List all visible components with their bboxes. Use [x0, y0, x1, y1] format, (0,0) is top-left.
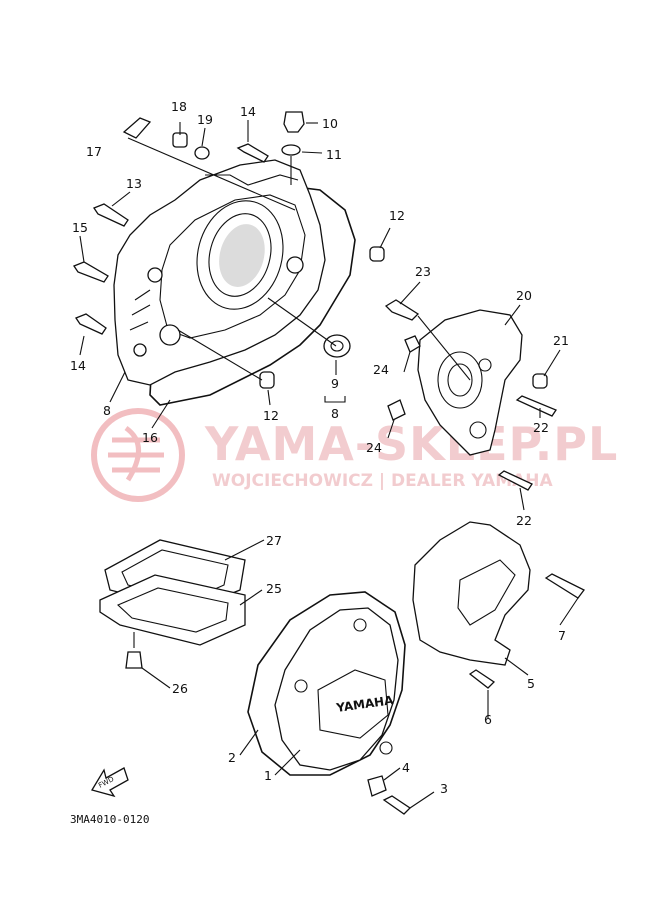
watermark: YAMA-SKLEP.PL WOJCIECHOWICZ | DEALER YAM…: [91, 408, 618, 502]
crankcase-cover: [113, 159, 356, 406]
part-label-1: 1: [264, 768, 272, 783]
part-label-19: 19: [197, 112, 213, 127]
side-cover-5-body: [412, 521, 531, 666]
clip-17-icon: [122, 117, 152, 139]
pan-25-inner: [117, 587, 229, 633]
part-label-20: 20: [516, 288, 532, 303]
part-label-6: 6: [484, 712, 492, 727]
part-label-15: 15: [72, 220, 88, 235]
watermark-brand: YAMA-SKLEP.PL: [204, 417, 618, 471]
boss: [286, 256, 304, 274]
part-label-7: 7: [558, 628, 566, 643]
cover-bore-inner: [208, 213, 272, 297]
nut-24-upper-icon: [404, 335, 421, 353]
oil-seal-9-inner: [330, 340, 344, 352]
generator-cover: YAMAHA: [247, 591, 412, 815]
cover-1-boss: [353, 618, 367, 632]
side-cover-5: [412, 521, 585, 689]
bolt-15-icon: [73, 261, 109, 283]
bolt-13-icon: [93, 203, 129, 227]
cover-1-boss: [294, 679, 308, 693]
bolt-18-icon: [172, 132, 188, 148]
part-label-14-top: 14: [240, 104, 256, 119]
part-label-21: 21: [553, 333, 569, 348]
part-label-16: 16: [142, 430, 158, 445]
part-label-24-lower: 24: [366, 440, 382, 455]
part-labels: 17 18 19 14 10 11 13 15 12 14 8 16 12 9 …: [70, 99, 569, 796]
cover-bore-outer: [196, 200, 284, 310]
cover-1-logo-panel: [317, 669, 389, 739]
part-label-3: 3: [440, 781, 448, 796]
gasket-27-inner: [121, 549, 229, 601]
part-label-27: 27: [266, 533, 282, 548]
plug-10-icon: [283, 111, 305, 133]
pan-25: [99, 574, 246, 646]
dowel-12-upper-icon: [369, 246, 385, 262]
part-label-4: 4: [402, 760, 410, 775]
oring-11-icon: [281, 144, 301, 156]
part-label-2: 2: [228, 750, 236, 765]
part-label-10: 10: [322, 116, 338, 131]
bolt-23-icon: [384, 299, 420, 321]
stud-22-lower-icon: [497, 470, 533, 491]
cover-flange: [205, 174, 299, 186]
bolt-14-left-icon: [75, 313, 107, 335]
cap-21-icon: [532, 373, 548, 389]
nut-24-lower-icon: [387, 399, 406, 421]
fwd-arrow: FWD: [91, 767, 129, 798]
side-cover-5-window: [457, 559, 516, 626]
housing-20: [384, 299, 557, 491]
cover-inner-rim: [159, 194, 306, 339]
part-label-8-left: 8: [103, 403, 111, 418]
screw-7-icon: [544, 573, 585, 599]
part-label-5: 5: [527, 676, 535, 691]
part-label-14-left: 14: [70, 358, 86, 373]
part-label-13: 13: [126, 176, 142, 191]
bolt-26-icon: [125, 651, 143, 669]
cover-fins: [129, 289, 151, 331]
housing-20-bore: [437, 351, 483, 409]
part-label-11: 11: [326, 147, 342, 162]
boss: [159, 324, 181, 346]
part-label-22-lower: 22: [516, 513, 532, 528]
stud-22-upper-icon: [515, 395, 557, 417]
part-label-12-upper: 12: [389, 208, 405, 223]
part-label-12-lower: 12: [263, 408, 279, 423]
washer-19-icon: [194, 146, 210, 160]
housing-20-body: [417, 309, 523, 456]
part-label-22-upper: 22: [533, 420, 549, 435]
part-label-25: 25: [266, 581, 282, 596]
gasket-2: [247, 591, 406, 776]
cover-1-boss: [379, 741, 393, 755]
fwd-arrow-icon: [91, 767, 129, 798]
cover-bore-core: [219, 224, 265, 287]
leader-lines: [79, 120, 579, 809]
part-label-23: 23: [415, 264, 431, 279]
diagram-code: 3MA4010-0120: [70, 813, 149, 826]
housing-20-hole: [469, 421, 487, 439]
part-label-18: 18: [171, 99, 187, 114]
cover-1-body: [274, 607, 399, 771]
part-label-8-right: 8: [331, 406, 339, 421]
part-label-26: 26: [172, 681, 188, 696]
housing-20-bore-inner: [447, 363, 473, 397]
pan-assembly: [99, 539, 246, 669]
boss: [133, 343, 147, 357]
oil-seal-9-icon: [323, 334, 351, 358]
boss: [147, 267, 163, 283]
part-label-17: 17: [86, 144, 102, 159]
screw-6-icon: [468, 669, 496, 689]
housing-20-hole: [478, 358, 492, 372]
grommet-4-icon: [367, 775, 387, 797]
part-label-24-upper: 24: [373, 362, 389, 377]
fasteners-top: [73, 111, 385, 389]
watermark-dealer: WOJCIECHOWICZ | DEALER YAMAHA: [212, 471, 553, 491]
bolt-14-top-icon: [236, 143, 269, 163]
part-label-9: 9: [331, 376, 339, 391]
bolt-3-icon: [382, 795, 412, 815]
dowel-12-lower-icon: [259, 371, 275, 389]
watermark-logo: [91, 408, 185, 502]
